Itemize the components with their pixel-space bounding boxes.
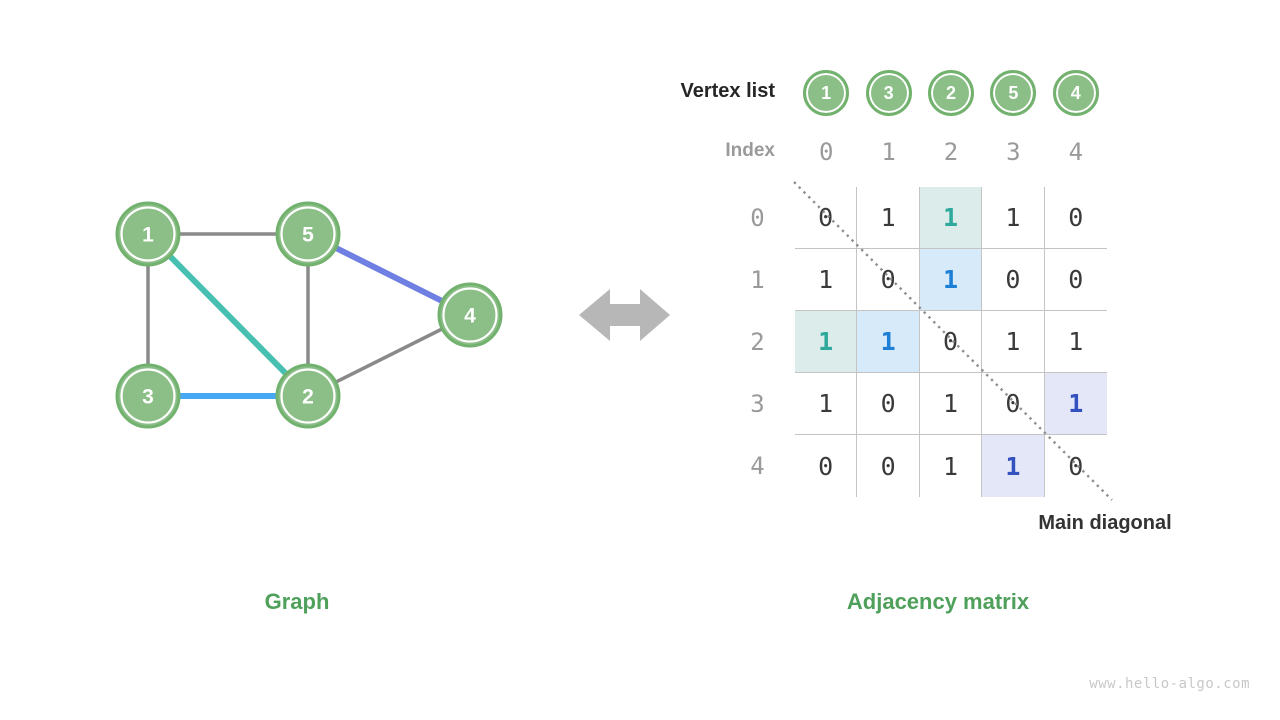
matrix-cell: 1	[919, 373, 983, 435]
graph-edge-indigo	[306, 231, 472, 318]
vertex-slot: 4	[1045, 69, 1107, 117]
graph-node-label: 4	[464, 305, 476, 328]
graph-node: 3	[115, 363, 181, 429]
matrix-caption: Adjacency matrix	[846, 589, 1030, 614]
vertex-slot: 1	[795, 69, 857, 117]
column-index: 1	[881, 138, 896, 166]
vertex-slot: 5	[982, 69, 1044, 117]
vertex-circle: 2	[927, 70, 974, 116]
matrix-cell: 1	[857, 187, 920, 249]
matrix-cell: 0	[1044, 249, 1107, 311]
graph-node-inner-ring	[442, 287, 498, 343]
matrix-cell: 1	[795, 249, 858, 311]
column-index: 0	[818, 138, 834, 166]
row-index: 0	[750, 204, 765, 232]
matrix-cell: 0	[982, 373, 1045, 435]
column-index: 2	[943, 138, 959, 166]
graph-node: 1	[115, 201, 181, 267]
vertex-circle: 5	[990, 70, 1037, 116]
vertex-slot: 2	[920, 69, 982, 117]
graph-node-inner-ring	[280, 368, 336, 424]
column-index: 4	[1068, 138, 1084, 166]
vertex-circle: 1	[803, 70, 850, 116]
column-index-row: 0 1 2 3 4	[795, 137, 1107, 167]
matrix-cell: 0	[795, 187, 858, 249]
graph-node-inner-ring	[280, 206, 336, 262]
vertex-circle: 4	[1052, 70, 1099, 116]
matrix-cell: 1	[919, 249, 983, 311]
matrix-cell: 0	[857, 373, 920, 435]
graph-node-circle	[437, 282, 503, 348]
graph-node-circle	[115, 363, 181, 429]
row-index: 4	[750, 452, 765, 480]
graph-node-label: 5	[302, 224, 314, 247]
index-label: Index	[725, 140, 775, 161]
column-index: 3	[1006, 138, 1021, 166]
graph-node-circle	[275, 201, 341, 267]
matrix-cell: 0	[857, 249, 920, 311]
row-index-column: 0 1 2 3 4	[730, 187, 785, 497]
graph-node-label: 2	[302, 386, 314, 409]
matrix-cell: 0	[1068, 451, 1084, 481]
graph-caption: Graph	[264, 589, 330, 614]
matrix-cell: 1	[857, 311, 920, 373]
graph-node: 4	[437, 282, 503, 348]
main-diagonal-label: Main diagonal	[1038, 512, 1172, 534]
double-arrow-icon	[579, 289, 670, 341]
graph-node-label: 3	[142, 386, 154, 409]
graph-node-circle	[275, 363, 341, 429]
row-index: 3	[750, 390, 765, 418]
matrix-cell: 0	[795, 435, 858, 497]
matrix-cell: 1	[1044, 373, 1107, 435]
matrix-cell: 1	[982, 435, 1045, 497]
graph-node-label: 1	[142, 224, 154, 247]
graph-node-inner-ring	[120, 368, 176, 424]
matrix-cell: 1	[919, 187, 983, 249]
graph-edge-teal	[145, 231, 311, 399]
matrix-cell: 0	[1044, 187, 1107, 249]
matrix-cell: 0	[919, 311, 983, 373]
matrix-cell: 1	[795, 373, 858, 435]
matrix-cell: 1	[795, 311, 858, 373]
row-index: 2	[750, 328, 765, 356]
graph-node-inner-ring	[120, 206, 176, 262]
matrix-cell: 0	[982, 249, 1045, 311]
watermark: www.hello-algo.com	[1089, 676, 1250, 692]
vertex-list-label: Vertex list	[680, 80, 775, 102]
matrix-cell: 1	[982, 311, 1045, 373]
row-index: 1	[750, 266, 765, 294]
matrix-cell: 0	[857, 435, 920, 497]
graph-edge-gray	[307, 313, 471, 398]
graph-node: 5	[275, 201, 341, 267]
vertex-circle: 3	[865, 70, 912, 116]
graph-node: 2	[275, 363, 341, 429]
matrix-cell: 1	[1044, 311, 1107, 373]
vertex-slot: 3	[857, 69, 919, 117]
matrix-cell: 1	[920, 435, 983, 497]
matrix-cell: 1	[982, 187, 1045, 249]
graph-node-circle	[115, 201, 181, 267]
